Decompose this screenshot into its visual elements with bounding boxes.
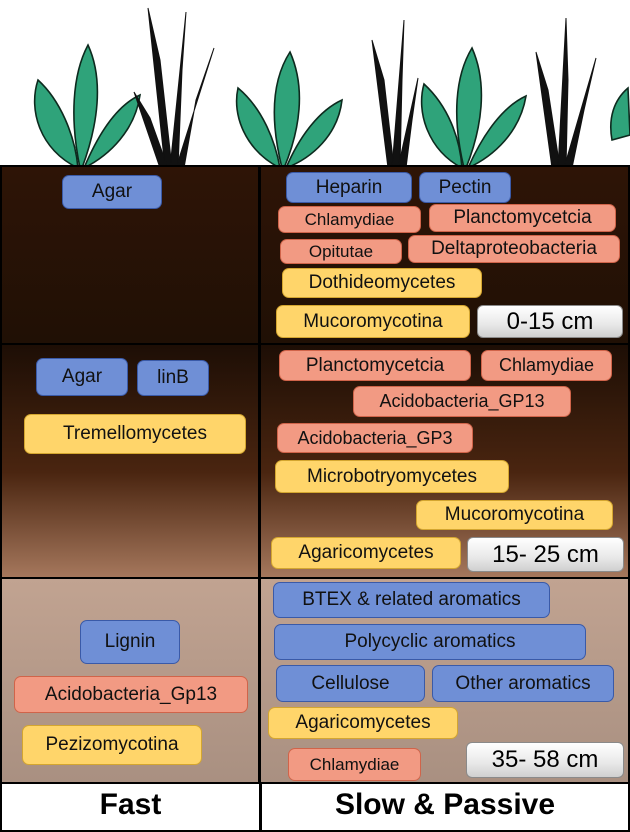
grass-blade-icon [535, 51, 561, 169]
fast-label: Fast [99, 788, 162, 821]
tag: Mucoromycotina [276, 305, 470, 338]
column-divider [258, 165, 261, 784]
tag: Other aromatics [432, 665, 614, 702]
depth-label: 35- 58 cm [466, 742, 624, 778]
tag: Acidobacteria_GP3 [277, 423, 473, 453]
plant-icon [420, 46, 528, 170]
footer-divider [259, 784, 262, 830]
tag: Lignin [80, 620, 180, 664]
tag: Planctomycetcia [279, 350, 471, 381]
slow-passive-label: Slow & Passive [334, 788, 556, 821]
grass-blade-icon [391, 19, 405, 169]
footer: Fast Slow & Passive [0, 782, 630, 832]
tag: Dothideomycetes [282, 268, 482, 298]
tag: Heparin [286, 172, 412, 203]
tag: Chlamydiae [278, 206, 421, 233]
tag: Cellulose [276, 665, 425, 702]
grass-blade-icon [557, 17, 569, 169]
tag: Agar [62, 175, 162, 209]
tag: Polycyclic aromatics [274, 624, 586, 660]
tag: Planctomycetcia [429, 204, 616, 232]
tag: Agaricomycetes [271, 537, 461, 569]
depth-label: 15- 25 cm [467, 537, 624, 572]
tag: Deltaproteobacteria [408, 235, 620, 263]
plant-icon [235, 50, 343, 170]
tag: Chlamydiae [481, 350, 612, 381]
depth-label: 0-15 cm [477, 305, 623, 338]
tag: Acidobacteria_GP13 [353, 386, 571, 417]
tag: Acidobacteria_Gp13 [14, 676, 248, 713]
grass-blade-icon [371, 39, 395, 169]
tag: Pezizomycotina [22, 725, 202, 765]
tag: Microbotryomycetes [275, 460, 509, 493]
plant-icon [33, 43, 141, 170]
tag: Pectin [419, 172, 511, 203]
tag: linB [137, 360, 209, 396]
tag: Mucoromycotina [416, 500, 613, 530]
tag: Agaricomycetes [268, 707, 458, 739]
tag: Opitutae [280, 239, 402, 264]
grass-blade-icon [563, 57, 597, 169]
tag: Tremellomycetes [24, 414, 246, 454]
tag: Agar [36, 358, 128, 396]
leaf-icon [610, 86, 630, 142]
plants-illustration [33, 7, 630, 170]
tag: BTEX & related aromatics [273, 582, 550, 618]
tag: Chlamydiae [288, 748, 421, 781]
